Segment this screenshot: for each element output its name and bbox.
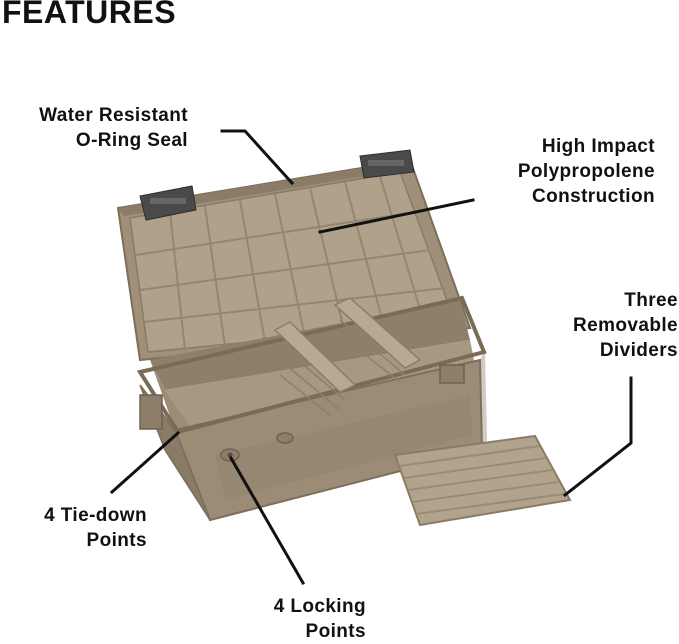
callout-locking-line1: 4 Locking: [273, 596, 366, 617]
callout-dividers-line2: Removable: [573, 315, 678, 336]
callout-tiedown-line2: Points: [86, 530, 147, 551]
callout-dividers: Three Removable Dividers: [530, 288, 678, 363]
leader-line-dividers: [562, 376, 633, 498]
callout-seal-line2: O-Ring Seal: [75, 130, 188, 151]
leader-line-material: [318, 198, 475, 234]
locking-point: [220, 448, 240, 462]
callout-tiedown: 4 Tie-down Points: [0, 503, 147, 553]
callout-dividers-line1: Three: [624, 290, 678, 311]
removable-divider: [393, 434, 572, 527]
callout-seal: Water Resistant O-Ring Seal: [0, 103, 188, 153]
callout-material: High Impact Polypropolene Construction: [470, 134, 655, 209]
callout-material-line1: High Impact: [541, 136, 655, 157]
leader-line-seal: [220, 129, 295, 186]
leader-line-tiedown: [109, 430, 181, 495]
callout-locking-line2: Points: [305, 621, 366, 642]
page-title: FEATURES: [2, 0, 177, 30]
callout-seal-line1: Water Resistant: [39, 105, 188, 126]
callout-material-line2: Polypropolene: [517, 161, 655, 182]
callout-tiedown-line1: 4 Tie-down: [44, 505, 147, 526]
tie-down-point: [139, 394, 163, 430]
installed-dividers: [273, 297, 422, 416]
locking-point: [276, 432, 294, 444]
box-lid: [116, 158, 472, 362]
callout-material-line3: Construction: [531, 186, 655, 207]
callout-locking: 4 Locking Points: [230, 594, 366, 644]
tie-down-point: [439, 364, 465, 384]
leader-line-locking: [228, 455, 306, 586]
callout-dividers-line3: Dividers: [599, 340, 678, 361]
latch: [359, 149, 415, 179]
latch: [139, 185, 197, 221]
